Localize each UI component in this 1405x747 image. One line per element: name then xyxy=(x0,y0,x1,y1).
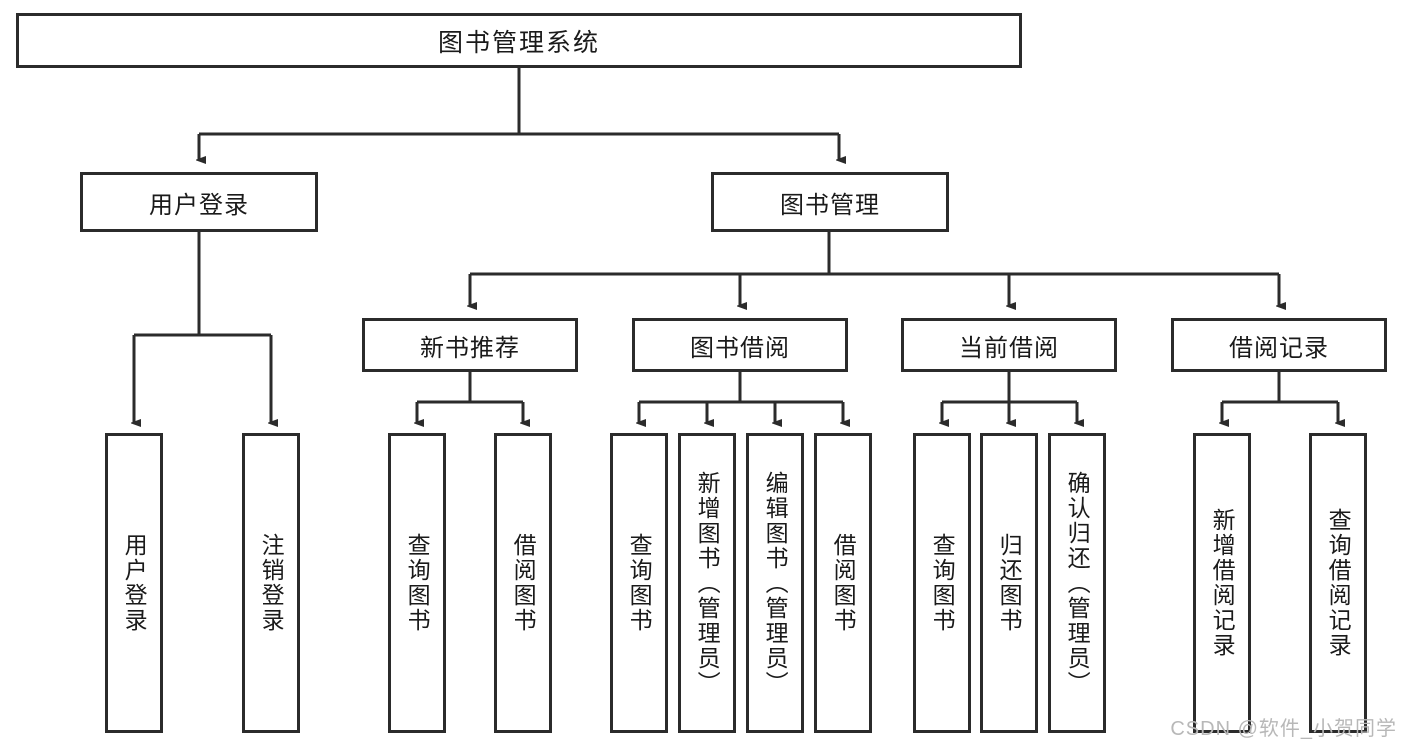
node-label: 新增图书（管理员） xyxy=(694,470,721,696)
node-label: 借阅记录 xyxy=(1229,334,1329,362)
node-label: 借阅图书 xyxy=(830,533,857,633)
node-label: 查询图书 xyxy=(929,533,956,633)
node-label: 当前借阅 xyxy=(959,334,1059,362)
node-label: 查询借阅记录 xyxy=(1325,508,1352,658)
node-label: 新增借阅记录 xyxy=(1209,508,1236,658)
node-label: 查询图书 xyxy=(404,533,431,633)
leaf-book-borrow-borrow-book[interactable]: 借阅图书 xyxy=(814,433,872,733)
node-label: 新书推荐 xyxy=(420,334,520,362)
node-book-borrow[interactable]: 图书借阅 xyxy=(632,318,848,372)
node-label: 归还图书 xyxy=(996,533,1023,633)
leaf-book-borrow-query-book[interactable]: 查询图书 xyxy=(610,433,668,733)
node-label: 图书管理系统 xyxy=(437,28,600,57)
node-new-book-recommend[interactable]: 新书推荐 xyxy=(362,318,578,372)
leaf-current-borrow-confirm-return-admin[interactable]: 确认归还（管理员） xyxy=(1048,433,1106,733)
leaf-current-borrow-query-book[interactable]: 查询图书 xyxy=(913,433,971,733)
leaf-current-borrow-return-book[interactable]: 归还图书 xyxy=(980,433,1038,733)
node-label: 确认归还（管理员） xyxy=(1064,470,1091,696)
node-label: 查询图书 xyxy=(626,533,653,633)
leaf-book-borrow-edit-book-admin[interactable]: 编辑图书（管理员） xyxy=(746,433,804,733)
node-current-borrow[interactable]: 当前借阅 xyxy=(901,318,1117,372)
node-label: 注销登录 xyxy=(258,533,285,633)
node-label: 图书管理 xyxy=(780,191,880,219)
leaf-user-login-login[interactable]: 用户登录 xyxy=(105,433,163,733)
leaf-new-book-borrow-book[interactable]: 借阅图书 xyxy=(494,433,552,733)
node-label: 用户登录 xyxy=(149,191,249,219)
leaf-borrow-record-add-record[interactable]: 新增借阅记录 xyxy=(1193,433,1251,733)
node-user-login[interactable]: 用户登录 xyxy=(80,172,318,232)
node-borrow-record[interactable]: 借阅记录 xyxy=(1171,318,1387,372)
leaf-new-book-query-book[interactable]: 查询图书 xyxy=(388,433,446,733)
leaf-user-login-logout[interactable]: 注销登录 xyxy=(242,433,300,733)
leaf-book-borrow-add-book-admin[interactable]: 新增图书（管理员） xyxy=(678,433,736,733)
node-root-book-management-system[interactable]: 图书管理系统 xyxy=(16,13,1022,68)
node-label: 借阅图书 xyxy=(510,533,537,633)
watermark-text: CSDN @软件_小贺同学 xyxy=(1170,718,1397,740)
node-label: 编辑图书（管理员） xyxy=(762,470,789,696)
node-book-management[interactable]: 图书管理 xyxy=(711,172,949,232)
node-label: 图书借阅 xyxy=(690,334,790,362)
node-label: 用户登录 xyxy=(121,533,148,633)
leaf-borrow-record-query-record[interactable]: 查询借阅记录 xyxy=(1309,433,1367,733)
